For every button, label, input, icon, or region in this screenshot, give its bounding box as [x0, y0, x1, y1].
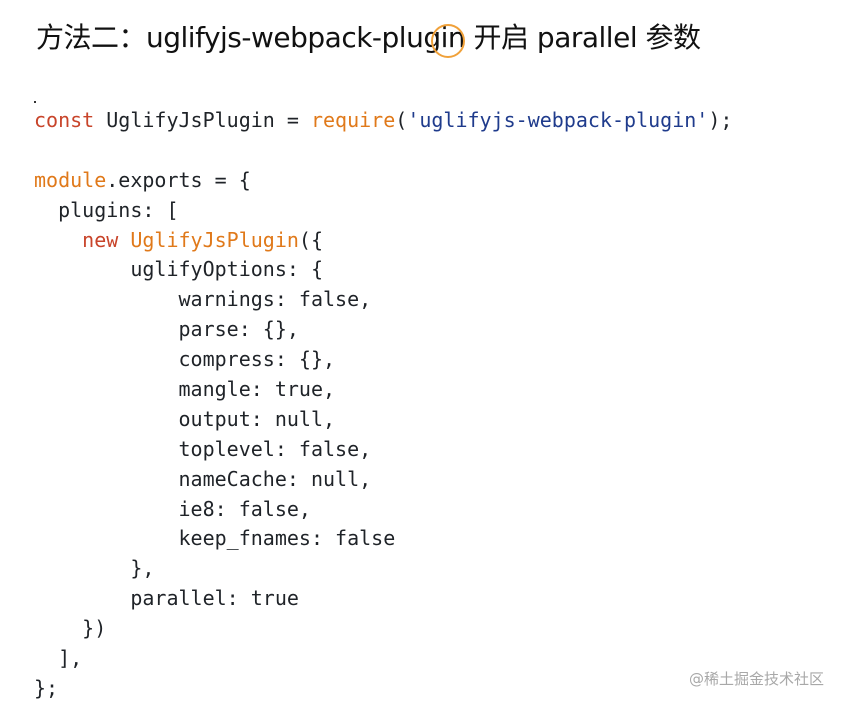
code-token: UglifyJsPlugin = [94, 108, 311, 132]
code-line: plugins: [ [34, 196, 732, 226]
code-line: compress: {}, [34, 345, 732, 375]
code-token: warnings: false, [34, 287, 372, 312]
watermark: @稀土掘金技术社区 [688, 670, 824, 688]
code-token: ( [395, 108, 408, 132]
code-line: toplevel: false, [34, 435, 732, 465]
code-line: parse: {}, [34, 315, 732, 345]
code-line: uglifyOptions: { [34, 255, 732, 285]
code-line: ie8: false, [34, 495, 732, 525]
code-token: mangle: true, [34, 377, 336, 402]
code-token: nameCache: null, [34, 466, 372, 491]
code-line: mangle: true, [34, 375, 732, 405]
code-line: ], [34, 644, 732, 674]
code-line: new UglifyJsPlugin({ [34, 226, 732, 256]
code-token: compress: {}, [34, 347, 336, 372]
code-token: toplevel: false, [34, 436, 372, 461]
code-line: parallel: true [34, 584, 732, 614]
code-token: UglifyJsPlugin [130, 227, 299, 252]
code-token [34, 228, 82, 252]
code-token: require [310, 108, 396, 132]
code-token: output: null, [34, 406, 336, 431]
code-line: }; [34, 674, 732, 704]
code-token [118, 228, 130, 252]
code-token: uglifyOptions: { [34, 257, 323, 282]
code-line: module.exports = { [34, 166, 732, 196]
code-line: warnings: false, [34, 285, 732, 315]
stray-dot [34, 101, 36, 103]
code-line [34, 136, 732, 166]
code-line: }, [34, 554, 732, 584]
code-token: parse: {}, [34, 317, 299, 342]
code-token: new [82, 227, 119, 252]
code-token: }) [34, 616, 107, 641]
slide-title: 方法二：uglifyjs-webpack-plugin 开启 parallel … [36, 21, 701, 54]
code-line: keep_fnames: false [34, 524, 732, 554]
code-token: 'uglifyjs-webpack-plugin' [407, 108, 709, 132]
code-line: output: null, [34, 405, 732, 435]
code-token: parallel: true [34, 586, 299, 611]
code-token: module [34, 167, 107, 192]
code-token: plugins: [ [34, 197, 179, 222]
code-token: ({ [298, 227, 324, 252]
code-line: nameCache: null, [34, 465, 732, 495]
code-block: const UglifyJsPlugin = require('uglifyjs… [34, 106, 732, 704]
code-line: const UglifyJsPlugin = require('uglifyjs… [34, 106, 732, 136]
code-line: }) [34, 614, 732, 644]
code-token: }, [34, 556, 155, 581]
code-token: ie8: false, [34, 496, 311, 521]
code-token: ); [708, 108, 733, 132]
code-token: }; [34, 675, 59, 700]
code-token: const [34, 108, 95, 132]
code-token: ], [34, 646, 83, 671]
code-token: .exports = { [106, 167, 251, 192]
mouse-cursor-highlight-icon [431, 24, 465, 58]
code-token: keep_fnames: false [34, 526, 396, 551]
